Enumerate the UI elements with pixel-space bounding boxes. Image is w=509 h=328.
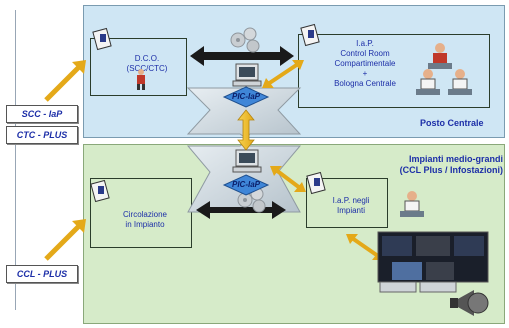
circolazione-box <box>90 178 192 248</box>
posto-centrale-panel <box>83 5 505 138</box>
iap-line1: I.a.P. <box>356 39 374 48</box>
pic-iap-label-top: PIC-IaP <box>231 92 260 101</box>
yellow-double-arrow-mid-right <box>270 166 306 192</box>
ccl-plus-label: CCL - PLUS <box>6 265 78 283</box>
dco-box <box>90 38 187 96</box>
operator-desk-icon <box>416 69 440 95</box>
dco-line2: (SCC/CTC) <box>126 64 168 73</box>
loudspeaker-icon <box>450 290 489 316</box>
yellow-arrow-bottom-left <box>44 219 86 261</box>
monitor-wall-icon <box>377 231 489 293</box>
iap-line4: + <box>362 69 368 78</box>
operator-desk-icon <box>400 191 424 217</box>
dco-line1: D.C.O. <box>134 54 160 63</box>
black-double-arrow-bottom <box>196 201 286 219</box>
circolazione-line1: Circolazione <box>122 210 168 219</box>
impianti-title-line2: (CCL Plus / Infostazioni) <box>399 165 503 175</box>
yellow-vertical-double-arrow <box>237 109 255 151</box>
iap-control-room-box <box>298 34 490 108</box>
iap-line2: Control Room <box>340 49 390 58</box>
yellow-arrow-top-left <box>44 60 86 102</box>
document-speaker-icon <box>92 27 112 51</box>
ctc-plus-label: CTC - PLUS <box>6 126 78 144</box>
document-speaker-icon <box>90 179 110 203</box>
gear-cluster-icon <box>230 27 260 53</box>
impianti-title-line1: Impianti medio-grandi <box>408 154 503 164</box>
pic-iap-diamond-top <box>222 86 270 108</box>
computer-terminal-icon <box>232 149 262 173</box>
black-double-arrow-top <box>190 46 294 66</box>
operator-desk-icon <box>428 43 452 69</box>
person-icon <box>137 69 145 90</box>
document-speaker-icon <box>306 171 326 195</box>
pic-iap-diamond-bottom <box>222 174 270 196</box>
scc-iap-label: SCC - IaP <box>6 105 78 123</box>
iap-line5: Bologna Centrale <box>334 79 396 88</box>
iap-impianti-line2: Impianti <box>336 206 365 215</box>
iap-line3: Compartimentale <box>334 59 396 68</box>
posto-centrale-title: Posto Centrale <box>420 118 484 128</box>
pic-iap-label-bottom: PIC-IaP <box>231 180 260 189</box>
yellow-double-arrow-top-right <box>262 60 304 88</box>
iap-impianti-line1: I.a.P. negli <box>332 196 370 205</box>
document-speaker-icon <box>300 23 320 47</box>
computer-terminal-icon <box>232 63 262 87</box>
circolazione-line2: in Impianto <box>125 220 165 229</box>
left-divider-line <box>15 10 16 310</box>
iap-impianti-box <box>306 178 388 228</box>
operator-desk-icon <box>448 69 472 95</box>
